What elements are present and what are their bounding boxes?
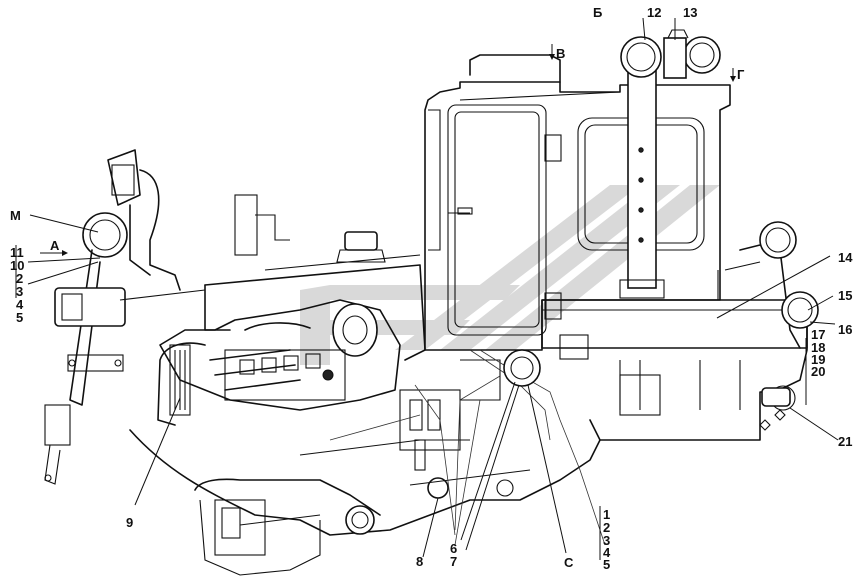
callout-21: 21 — [838, 434, 852, 449]
callout-7: 7 — [450, 554, 457, 569]
callout-6: 6 — [450, 541, 457, 556]
view-label-a: А — [50, 238, 60, 253]
view-label-v: В — [556, 46, 565, 61]
boom-arm — [44, 149, 206, 485]
wiring — [329, 349, 606, 546]
rear-body — [541, 299, 808, 441]
callout-12: 12 — [647, 5, 661, 20]
callout-3-bottom: 3 — [603, 533, 610, 548]
callout-4-left: 4 — [16, 297, 24, 312]
callout-18: 18 — [811, 340, 825, 355]
view-arrows — [40, 44, 736, 256]
callout-16: 16 — [838, 322, 852, 337]
callout-15: 15 — [838, 288, 852, 303]
callout-13: 13 — [683, 5, 697, 20]
callout-1-bottom: 1 — [603, 507, 610, 522]
callout-2-bottom: 2 — [603, 520, 610, 535]
callout-labels: М А В Г Б С 11 10 2 3 4 5 12 13 14 15 16… — [10, 5, 853, 572]
callout-10-left: 10 — [10, 258, 24, 273]
view-label-g: Г — [737, 67, 745, 82]
callout-9: 9 — [126, 515, 133, 530]
view-label-m: М — [10, 208, 21, 223]
callout-3-left: 3 — [16, 284, 23, 299]
frame — [129, 429, 601, 576]
view-label-be: Б — [593, 5, 602, 20]
callout-20: 20 — [811, 364, 825, 379]
callout-19: 19 — [811, 352, 825, 367]
callout-2-left: 2 — [16, 271, 23, 286]
hood — [204, 194, 426, 361]
lamp-post — [619, 29, 721, 299]
leader-lines — [15, 17, 839, 560]
callout-11-left: 11 — [10, 245, 24, 260]
engine — [157, 299, 501, 471]
callout-5-left: 5 — [16, 310, 23, 325]
view-label-s: С — [564, 555, 574, 570]
callout-8: 8 — [416, 554, 423, 569]
callout-14: 14 — [838, 250, 853, 265]
callout-5-bottom: 5 — [603, 557, 610, 572]
rear-lamps — [717, 221, 819, 407]
callout-17: 17 — [811, 327, 825, 342]
callout-4-bottom: 4 — [603, 545, 611, 560]
watermark-logo — [300, 185, 720, 365]
